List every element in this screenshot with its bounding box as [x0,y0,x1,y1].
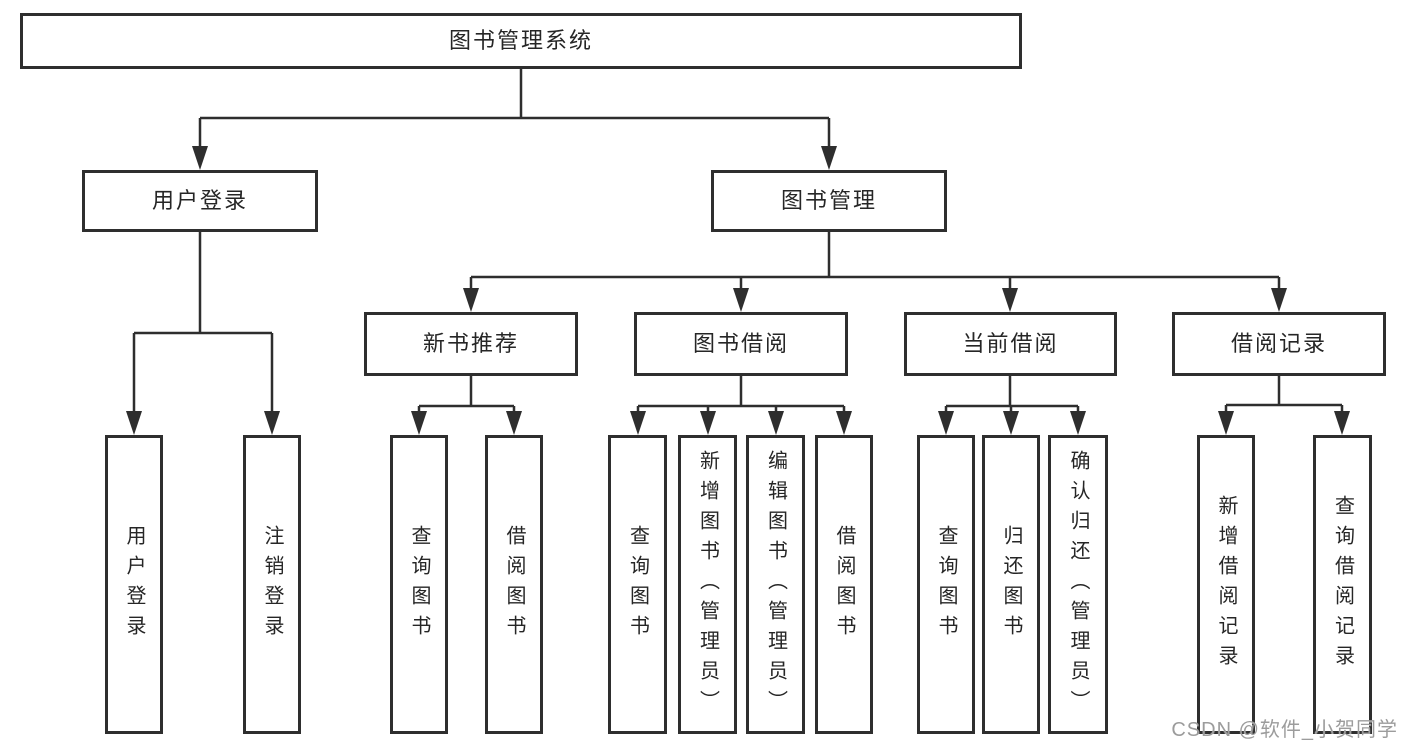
arrow-down-icon [506,411,522,435]
arrow-down-icon [463,288,479,312]
arrow-down-icon [126,411,142,435]
node-leaf-add-book-admin: 新增图书（管理员） [678,435,737,734]
arrow-down-icon [1003,411,1019,435]
arrow-down-icon [938,411,954,435]
arrow-down-icon [836,411,852,435]
node-leaf-return-books: 归还图书 [982,435,1040,734]
arrow-down-icon [264,411,280,435]
watermark-text: CSDN @软件_小贺同学 [1171,719,1398,741]
node-leaf-current-query-books: 查询图书 [917,435,975,734]
node-book-management: 图书管理 [711,170,947,232]
arrow-down-icon [1271,288,1287,312]
node-book-borrowing: 图书借阅 [634,312,848,376]
node-leaf-query-borrow-record: 查询借阅记录 [1313,435,1372,734]
connector-root-to-branches [192,69,837,170]
connector-borrowing-records-children [1218,376,1350,435]
node-user-login: 用户登录 [82,170,318,232]
connector-book-management-children [463,232,1287,312]
arrow-down-icon [411,411,427,435]
arrow-down-icon [768,411,784,435]
node-leaf-confirm-return-admin: 确认归还（管理员） [1048,435,1108,734]
connector-new-book-recommend-children [411,376,522,435]
arrow-down-icon [821,146,837,170]
connector-current-borrowing-children [938,376,1086,435]
node-leaf-edit-book-admin: 编辑图书（管理员） [746,435,805,734]
arrow-down-icon [1334,411,1350,435]
arrow-down-icon [192,146,208,170]
arrow-down-icon [630,411,646,435]
arrow-down-icon [1070,411,1086,435]
arrow-down-icon [700,411,716,435]
node-borrowing-records: 借阅记录 [1172,312,1386,376]
node-leaf-rec-query-books: 查询图书 [390,435,448,734]
node-library-system: 图书管理系统 [20,13,1022,69]
node-new-book-recommend: 新书推荐 [364,312,578,376]
arrow-down-icon [733,288,749,312]
node-leaf-borrow-query-books: 查询图书 [608,435,667,734]
connector-book-borrowing-children [630,376,852,435]
node-leaf-rec-borrow-books: 借阅图书 [485,435,543,734]
arrow-down-icon [1002,288,1018,312]
node-current-borrowing: 当前借阅 [904,312,1117,376]
node-leaf-logout: 注销登录 [243,435,301,734]
arrow-down-icon [1218,411,1234,435]
node-leaf-add-borrow-record: 新增借阅记录 [1197,435,1255,734]
connector-user-login-children [126,232,280,435]
node-leaf-borrow-books: 借阅图书 [815,435,873,734]
node-leaf-user-login: 用户登录 [105,435,163,734]
